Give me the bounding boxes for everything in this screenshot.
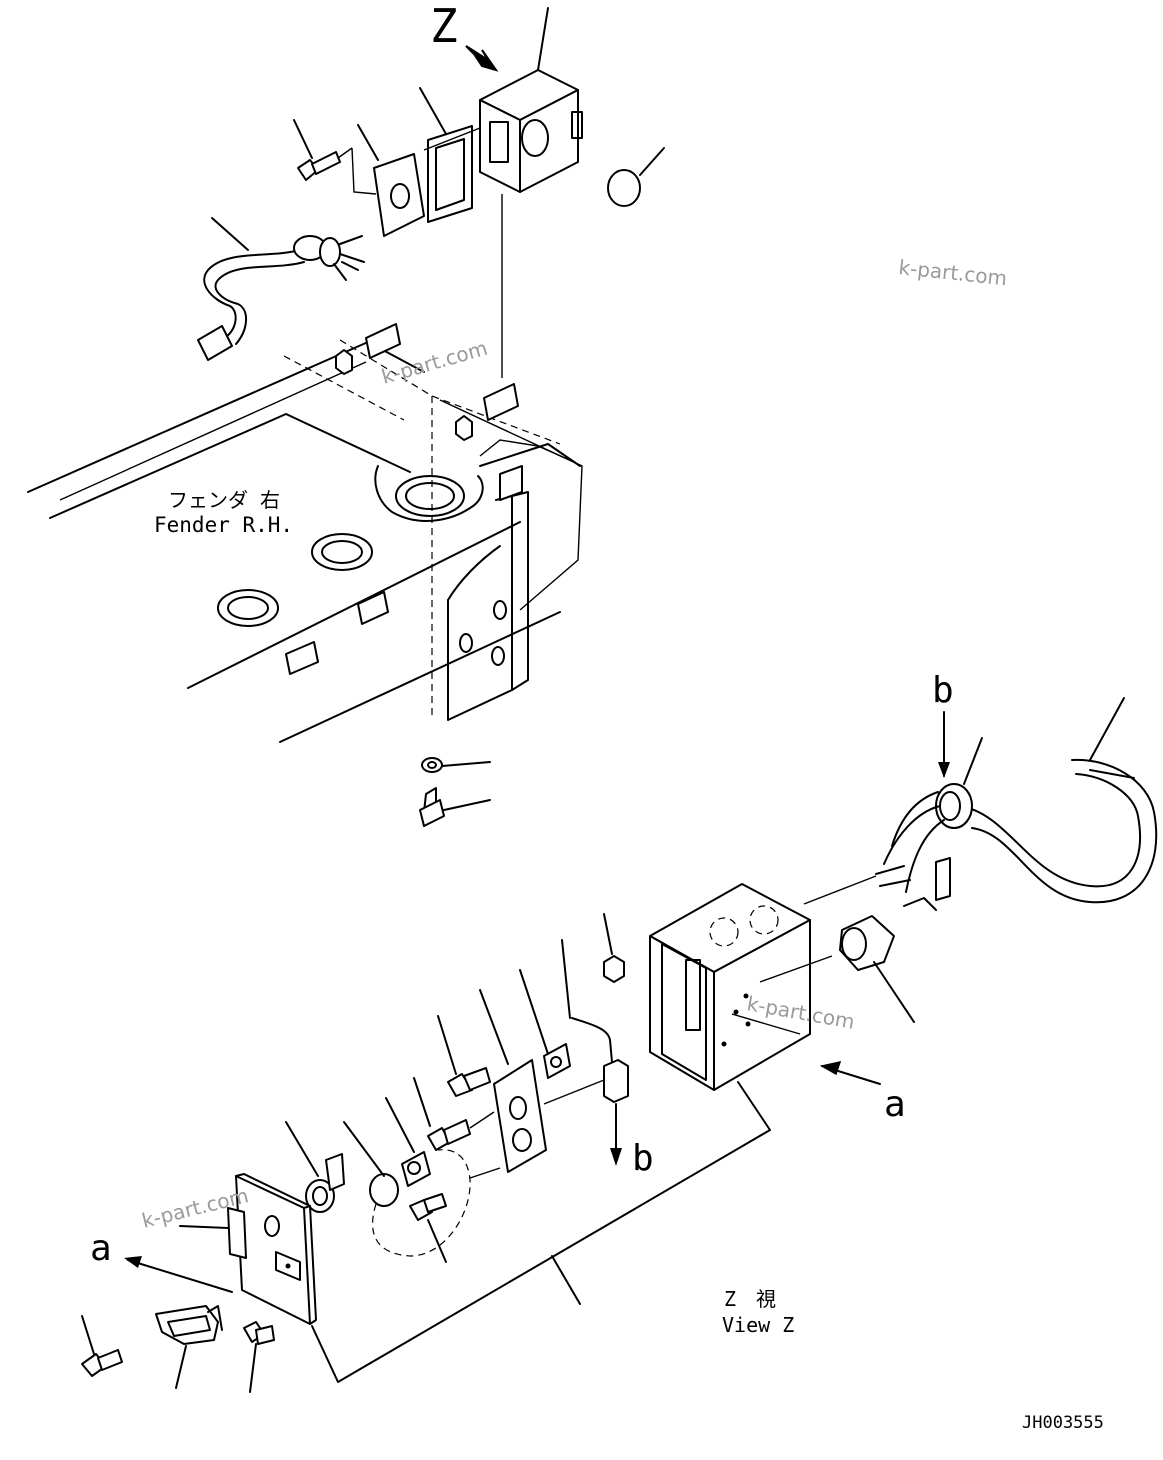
view-caption-jp: Z 視 — [724, 1287, 776, 1311]
leader-cap — [639, 147, 665, 176]
switch-box-upper — [479, 69, 583, 193]
door-panel — [179, 1173, 317, 1325]
washer-and-bolt — [419, 757, 491, 827]
cover-plate-lower — [479, 989, 547, 1173]
arrow-a-left — [127, 1259, 233, 1293]
harness-lower — [803, 697, 1158, 911]
leader-group — [551, 1255, 581, 1305]
view-marker-z: Z — [430, 0, 458, 53]
view-z-arrow — [465, 45, 499, 72]
leader-box-upper — [537, 7, 549, 71]
latch — [155, 1305, 223, 1389]
box-a-line — [731, 1013, 801, 1035]
rotary-switch — [759, 915, 915, 1023]
lower-assembly: a b — [81, 670, 1158, 1393]
fender-label-en: Fender R.H. — [154, 513, 293, 537]
fender-r-h — [27, 323, 583, 743]
plate-upper — [357, 124, 425, 237]
nut-lower — [603, 955, 625, 983]
key-cylinder — [285, 1121, 345, 1213]
label-b-top: b — [932, 670, 954, 711]
plate-to-box-line — [423, 127, 481, 151]
label-b-bottom: b — [632, 1138, 654, 1179]
cap-upper — [607, 169, 641, 207]
watermarks: k-part.com k-part.com k-part.com k-part.… — [139, 255, 1008, 1233]
bolts-lower — [413, 1015, 495, 1151]
switch-box-lower — [649, 883, 811, 1091]
connector-lower — [561, 939, 629, 1166]
drawing-number: JH003555 — [1022, 1413, 1104, 1433]
screws-lower — [81, 1315, 275, 1393]
view-caption-en: View Z — [722, 1313, 794, 1337]
gasket — [419, 87, 473, 223]
watermark-1: k-part.com — [897, 255, 1008, 290]
group-bracket — [311, 1081, 771, 1383]
bolt-upper — [293, 119, 353, 181]
label-a-left: a — [90, 1228, 112, 1269]
upper-assembly: Z — [197, 0, 665, 720]
harness-upper — [197, 217, 365, 361]
small-connector — [519, 969, 571, 1079]
plate-bracket-line — [351, 147, 377, 195]
fender-label-jp: フェンダ 右 — [168, 488, 280, 512]
label-a-right: a — [884, 1084, 906, 1125]
plug-with-chain — [343, 1097, 471, 1263]
